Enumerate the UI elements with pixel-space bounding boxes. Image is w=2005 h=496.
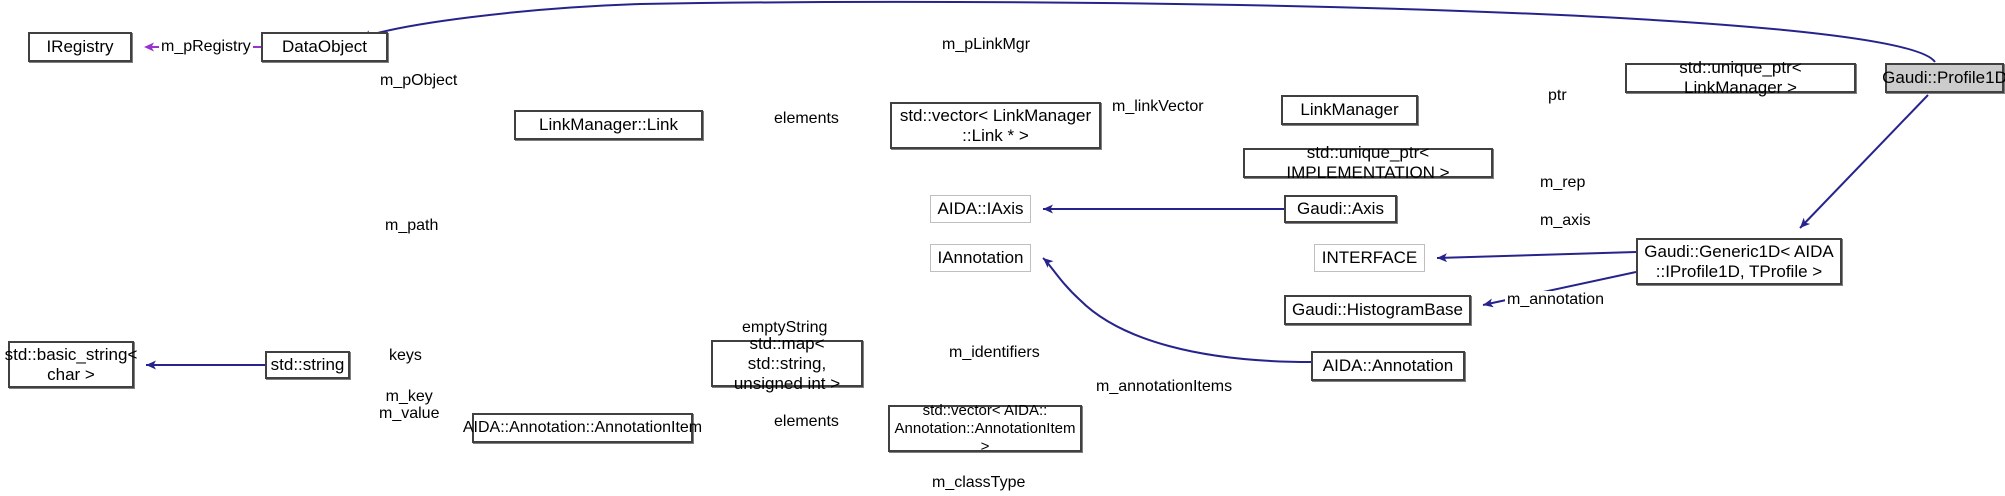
edge-label-emptystring: emptyString [740,319,830,337]
node-gaudi-profile1d[interactable]: Gaudi::Profile1D [1882,63,2005,93]
edge-dataobject-profile1d [360,0,1936,63]
edge-label-elements-annotationitem: elements [772,413,841,431]
node-aida-annotation[interactable]: AIDA::Annotation [1311,351,1465,381]
node-iannotation[interactable]: IAnnotation [930,244,1031,272]
node-std-map-string-uint[interactable]: std::map< std::string, unsigned int > [711,334,863,393]
edge-label-elements-link: elements [772,110,841,128]
node-unique-ptr-implementation[interactable]: std::unique_ptr< IMPLEMENTATION > [1243,143,1493,182]
node-linkmanager[interactable]: LinkManager [1281,95,1418,125]
edge-label-m-pobject: m_pObject [378,72,460,90]
inheritance-edges [146,0,1936,370]
node-aida-iaxis[interactable]: AIDA::IAxis [930,195,1031,223]
node-interface[interactable]: INTERFACE [1314,244,1425,272]
node-annotation-item[interactable]: AIDA::Annotation::AnnotationItem [463,413,702,443]
node-dataobject[interactable]: DataObject [261,32,388,62]
edge-label-m-plinkmgr: m_pLinkMgr [940,36,1033,54]
edge-label-m-identifiers: m_identifiers [947,344,1042,362]
node-vector-linkmanager-link[interactable]: std::vector< LinkManager ::Link * > [890,102,1101,149]
edge-label-m-classtype: m_classType [930,474,1028,492]
node-linkmanager-link[interactable]: LinkManager::Link [514,110,703,140]
node-unique-ptr-linkmanager[interactable]: std::unique_ptr< LinkManager > [1625,58,1856,97]
edge-label-m-linkvector: m_linkVector [1110,98,1206,116]
node-std-string[interactable]: std::string [265,351,350,379]
edge-label-m-annotation: m_annotation [1505,291,1606,309]
node-gaudi-histogrambase[interactable]: Gaudi::HistogramBase [1284,295,1471,325]
node-iregistry[interactable]: IRegistry [28,32,132,62]
edge-label-m-annotationitems: m_annotationItems [1094,378,1235,396]
edge-generic1d-profile1d [1799,94,1929,229]
node-vector-annotation-item[interactable]: std::vector< AIDA:: Annotation::Annotati… [888,402,1082,455]
edge-label-m-key-m-value: m_key m_value [377,388,442,422]
edge-label-m-axis: m_axis [1538,212,1593,230]
edge-label-ptr: ptr [1546,87,1569,105]
edge-label-m-path: m_path [383,217,441,235]
edge-label-m-pregistry: m_pRegistry [159,38,253,56]
node-gaudi-axis[interactable]: Gaudi::Axis [1284,195,1397,223]
edge-label-m-rep: m_rep [1538,174,1588,192]
node-std-basic-string[interactable]: std::basic_string< char > [5,341,137,388]
edge-iannotation-annotation [1042,257,1312,363]
edge-interface-generic1d [1436,251,1637,263]
edge-label-keys: keys [387,347,424,365]
node-gaudi-generic1d[interactable]: Gaudi::Generic1D< AIDA ::IProfile1D, TPr… [1636,238,1842,285]
